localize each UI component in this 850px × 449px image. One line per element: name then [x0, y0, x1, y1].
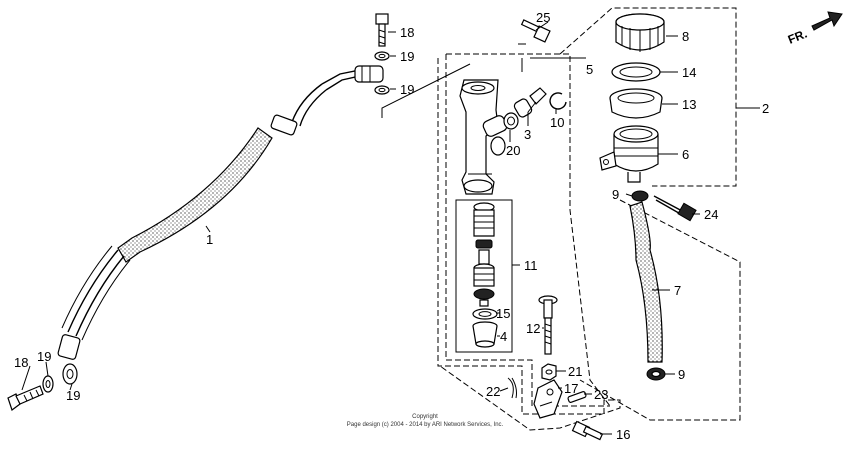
callout-25: 25 — [536, 10, 550, 25]
callout-15: 15 — [496, 306, 510, 321]
callout-18-lower: 18 — [14, 355, 28, 370]
joint-pin-16 — [571, 420, 604, 441]
callout-19-upper-a: 19 — [400, 49, 414, 64]
hose-clamp — [270, 114, 298, 136]
callout-17: 17 — [564, 381, 578, 396]
upper-sealing-washer-b — [374, 85, 390, 95]
callout-23: 23 — [594, 387, 608, 402]
lower-sealing-washer-b — [62, 363, 78, 385]
cotter-pin — [507, 377, 517, 399]
assembly-outline-5-a — [437, 58, 621, 431]
callout-24: 24 — [704, 207, 718, 222]
callout-21: 21 — [568, 364, 582, 379]
callout-6: 6 — [682, 147, 689, 162]
front-arrow-icon — [811, 11, 843, 31]
callout-16: 16 — [616, 427, 630, 442]
reservoir-outline-2-b — [579, 199, 741, 421]
callout-22: 22 — [486, 384, 500, 399]
front-direction-indicator: FR. — [786, 11, 843, 47]
copyright-line-1: Copyright — [412, 414, 438, 420]
callout-19-upper-b: 19 — [400, 82, 414, 97]
callout-12: 12 — [526, 321, 540, 336]
hose-clip-upper — [631, 190, 649, 202]
callout-20: 20 — [506, 143, 520, 158]
callout-14: 14 — [682, 65, 696, 80]
callout-2: 2 — [762, 101, 769, 116]
callout-11: 11 — [524, 258, 538, 273]
piston-assembly — [473, 202, 495, 307]
push-rod — [538, 295, 558, 355]
push-rod-joint — [533, 379, 563, 419]
callout-8: 8 — [682, 29, 689, 44]
reservoir-hose — [629, 201, 663, 363]
piston-boot — [472, 321, 498, 348]
callout-9-lower: 9 — [678, 367, 685, 382]
callout-19-lower-a: 19 — [37, 349, 51, 364]
callout-9-upper: 9 — [612, 187, 619, 202]
callout-13: 13 — [682, 97, 696, 112]
callout-18-upper: 18 — [400, 25, 414, 40]
upper-sealing-washer-a — [374, 51, 390, 61]
callout-1: 1 — [206, 232, 213, 247]
leader-lines — [21, 21, 700, 435]
reservoir-outline-2-a — [559, 7, 737, 187]
assembly-outline-5-c — [569, 74, 611, 407]
reservoir-diaphragm — [609, 88, 663, 119]
brake-hose — [57, 65, 384, 360]
upper-banjo-bolt — [375, 13, 389, 47]
copyright-line-2: Page design (c) 2004 - 2014 by ARI Netwo… — [347, 422, 504, 428]
brake-reservoir — [599, 125, 659, 183]
lower-sealing-washer-a — [42, 375, 54, 393]
callout-3: 3 — [524, 127, 531, 142]
rod-assembly-box — [455, 199, 513, 353]
o-ring — [503, 112, 519, 130]
callout-5: 5 — [586, 62, 593, 77]
hose-joint — [513, 87, 547, 118]
hose-sleeve — [117, 127, 273, 263]
circlip — [549, 92, 567, 110]
reservoir-cap — [615, 13, 665, 52]
callout-7: 7 — [674, 283, 681, 298]
push-rod-nut — [541, 363, 557, 381]
hose-lower-fitting — [57, 334, 81, 360]
callout-numbers: 18 19 19 25 8 14 13 2 6 5 10 3 20 9 24 1… — [14, 10, 769, 442]
lower-banjo-bolt — [7, 385, 44, 411]
callout-4: 4 — [500, 329, 507, 344]
reservoir-plate — [611, 62, 661, 82]
reservoir-bolt — [653, 195, 697, 222]
assembly-outline-5-b — [445, 54, 610, 407]
front-label: FR. — [786, 27, 809, 47]
callout-19-lower-b: 19 — [66, 388, 80, 403]
piston-circlip — [472, 308, 498, 320]
callout-10: 10 — [550, 115, 564, 130]
master-cylinder-body — [459, 79, 508, 195]
copyright-notice: Copyright Page design (c) 2004 - 2014 by… — [347, 414, 504, 428]
hose-upper-fitting — [354, 65, 384, 83]
